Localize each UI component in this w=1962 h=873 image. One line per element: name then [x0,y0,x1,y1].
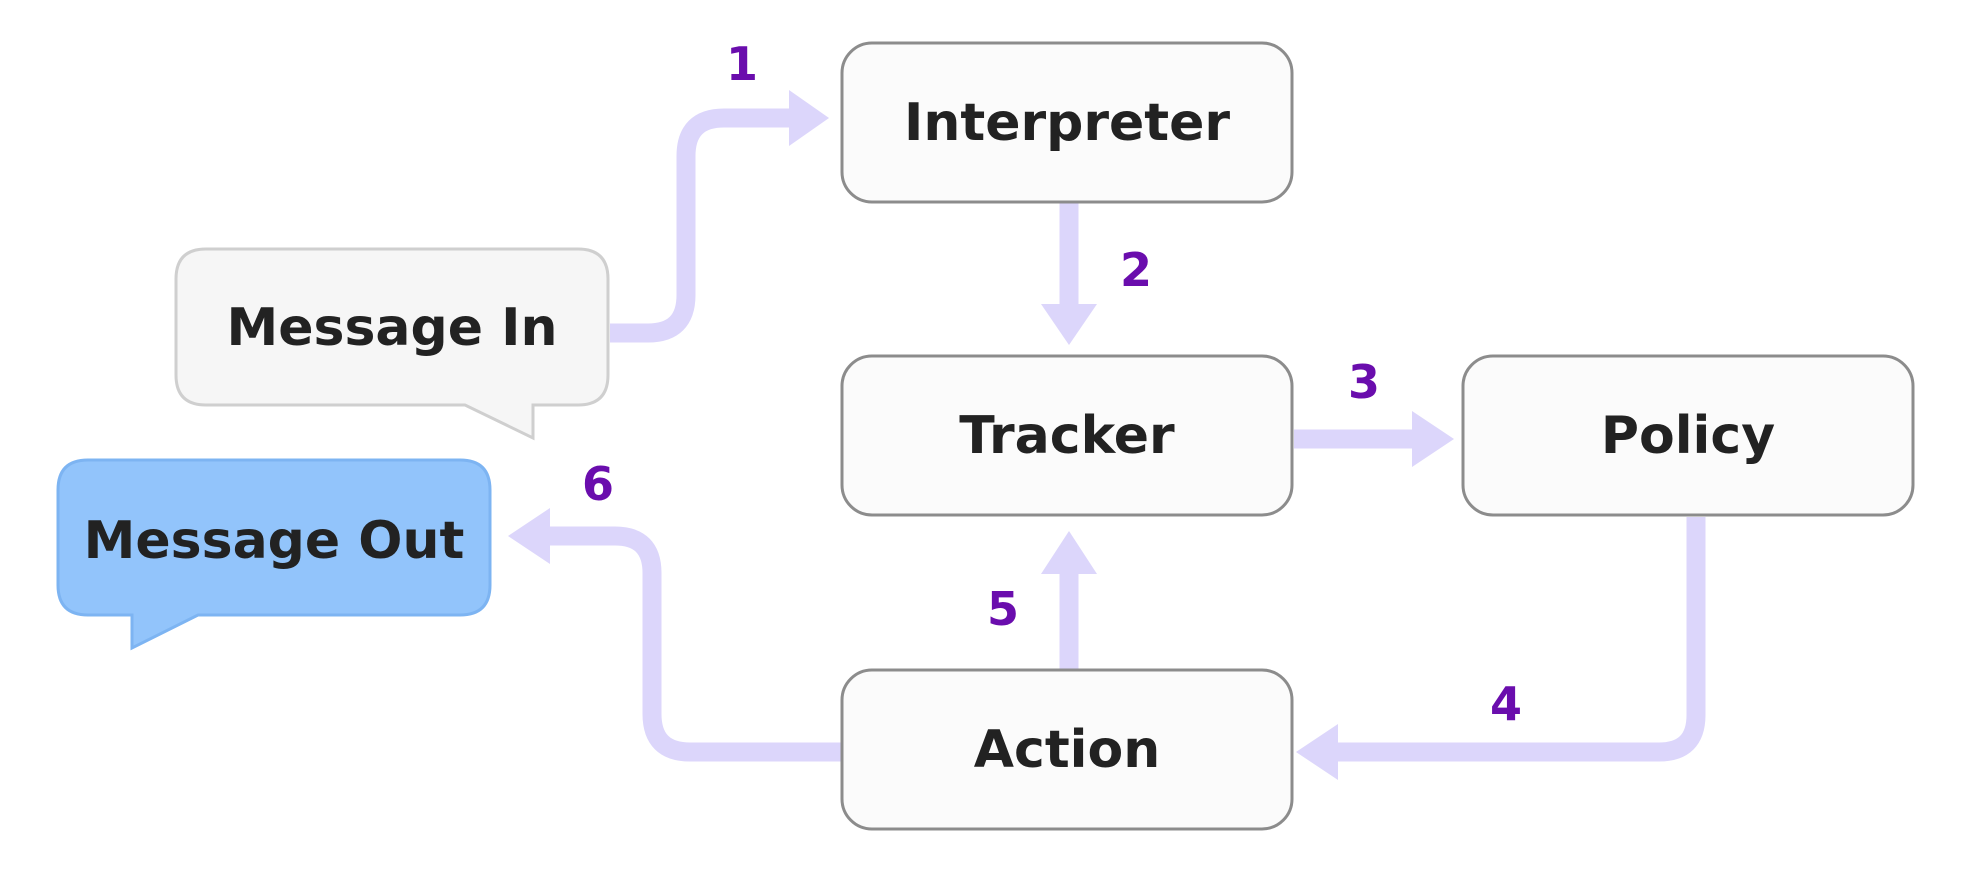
message-in-bubble-shape [174,247,610,441]
arrow-4-head [1296,724,1338,780]
interpreter-box [840,41,1294,204]
connectors [508,90,1706,780]
step-number-2: 2 [1120,243,1152,297]
message-in-label: Message In [227,298,558,358]
arrow-2-head [1041,304,1097,345]
action-label: Action [974,720,1161,780]
action-box [840,668,1294,831]
interpreter-label: Interpreter [904,93,1230,153]
policy-box [1461,354,1915,517]
step-number-5: 5 [987,582,1019,636]
arrow-1 [610,108,795,343]
message-out-bubble: Message Out [56,458,492,651]
arrow-6 [542,526,842,762]
arrow-3-head [1412,411,1454,467]
message-out-label: Message Out [84,511,465,571]
interpreter-node: Interpreter [840,41,1294,204]
policy-node: Policy [1461,354,1915,517]
arrow-5-head [1041,531,1097,574]
tracker-node: Tracker [840,354,1294,517]
action-node: Action [840,668,1294,831]
step-number-4: 4 [1490,677,1522,731]
message-out-bubble-shape [56,458,492,651]
arrow-6-head [508,508,550,564]
tracker-box [840,354,1294,517]
step-number-1: 1 [726,37,758,91]
message-in-bubble: Message In [174,247,610,441]
policy-label: Policy [1601,406,1775,466]
arrow-4 [1332,517,1706,762]
tracker-label: Tracker [959,406,1175,466]
step-number-6: 6 [582,457,614,511]
step-number-3: 3 [1348,355,1380,409]
arrow-1-head [789,90,829,146]
step-numbers: 1 2 3 4 5 6 [582,37,1522,731]
